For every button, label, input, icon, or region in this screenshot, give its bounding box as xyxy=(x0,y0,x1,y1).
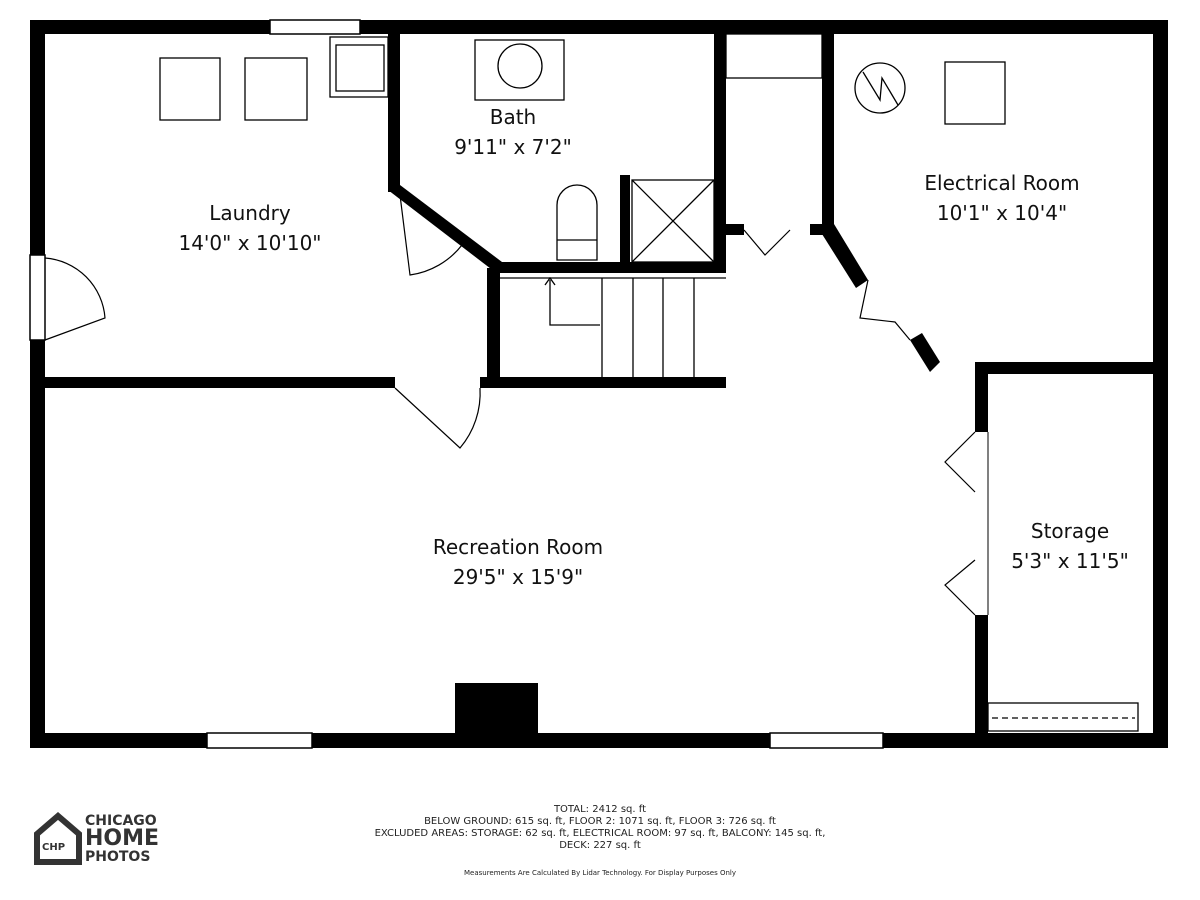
house-logo-icon xyxy=(34,812,82,865)
fixtures xyxy=(159,33,1139,732)
total-area: TOTAL: 2412 sq. ft xyxy=(553,804,647,815)
windows xyxy=(29,19,884,749)
logo: CHP CHICAGO HOME PHOTOS xyxy=(33,812,173,867)
floor-areas: BELOW GROUND: 615 sq. ft, FLOOR 2: 1071 … xyxy=(424,816,776,827)
logo-line2: HOME xyxy=(85,826,160,851)
room-label-storage: Storage 5'3" x 11'5" xyxy=(1011,516,1129,576)
walls xyxy=(30,20,1168,748)
room-name: Laundry xyxy=(209,201,291,225)
room-label-electrical: Electrical Room 10'1" x 10'4" xyxy=(924,168,1079,228)
logo-line1: CHICAGO xyxy=(85,813,157,829)
area-summary: TOTAL: 2412 sq. ft BELOW GROUND: 615 sq.… xyxy=(375,804,826,852)
disclaimer: Measurements Are Calculated By Lidar Tec… xyxy=(463,869,737,877)
room-dims: 29'5" x 15'9" xyxy=(452,565,584,589)
room-name: Storage xyxy=(1030,519,1110,543)
doors xyxy=(44,194,989,616)
room-label-laundry: Laundry 14'0" x 10'10" xyxy=(178,198,321,258)
room-dims: 10'1" x 10'4" xyxy=(936,201,1068,225)
room-label-bath: Bath 9'11" x 7'2" xyxy=(454,102,572,162)
room-dims: 14'0" x 10'10" xyxy=(178,231,322,255)
floor-plan xyxy=(29,19,1168,749)
room-label-recreation: Recreation Room 29'5" x 15'9" xyxy=(433,532,603,592)
logo-badge: CHP xyxy=(42,842,66,853)
room-name: Recreation Room xyxy=(432,535,604,559)
room-dims: 5'3" x 11'5" xyxy=(1011,549,1129,573)
room-name: Bath xyxy=(489,105,537,129)
room-name: Electrical Room xyxy=(924,171,1080,195)
deck-area: DECK: 227 sq. ft xyxy=(559,840,641,851)
room-dims: 9'11" x 7'2" xyxy=(454,135,572,159)
excluded-areas: EXCLUDED AREAS: STORAGE: 62 sq. ft, ELEC… xyxy=(374,828,826,839)
logo-line3: PHOTOS xyxy=(85,849,151,865)
